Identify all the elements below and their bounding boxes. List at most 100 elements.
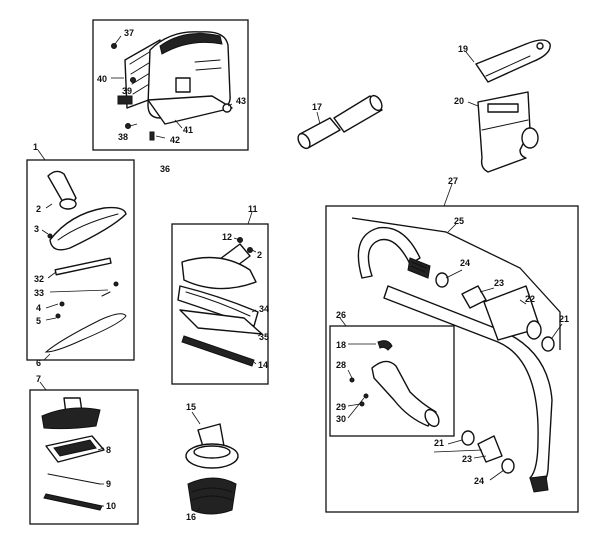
label-41: 41 (183, 125, 193, 135)
label-14: 14 (258, 360, 268, 370)
rug-brush-group: 11 12 2 34 35 14 (171, 204, 269, 385)
floor-brush-group: 1 2 3 32 33 4 5 6 (26, 142, 135, 368)
label-37: 37 (124, 28, 134, 38)
screw-39 (130, 77, 136, 83)
coupling-23b (477, 435, 503, 463)
label-17: 17 (312, 102, 322, 112)
label-2b: 2 (257, 250, 262, 260)
crevice-clip-19 (475, 39, 551, 83)
label-21b: 21 (434, 438, 444, 448)
label-26: 26 (336, 310, 346, 320)
caddy-handle (159, 33, 223, 55)
label-19: 19 (458, 44, 468, 54)
caddy-tray (147, 95, 233, 125)
label-2a: 2 (36, 204, 41, 214)
hose-group: 27 25 24 23 22 21 26 (325, 176, 579, 513)
hose-outer-box (325, 205, 579, 513)
screw-28 (349, 377, 355, 383)
label-22: 22 (525, 294, 535, 304)
crevice-clip-group: 19 (458, 39, 551, 83)
screw-5 (55, 313, 61, 319)
screw-4 (59, 301, 65, 307)
hose-swivel (407, 257, 431, 279)
label-20: 20 (454, 96, 464, 106)
label-7: 7 (36, 374, 41, 384)
label-32: 32 (34, 274, 44, 284)
upholstery-tool-group: 7 8 9 10 (29, 374, 139, 525)
label-12: 12 (222, 232, 232, 242)
upholstery-tool-box (29, 389, 139, 525)
screw-3 (47, 233, 53, 239)
ring-21b (461, 430, 475, 446)
label-4: 4 (36, 303, 41, 313)
upholstery-head (41, 407, 101, 430)
handle-body (371, 360, 437, 427)
label-1: 1 (33, 142, 38, 152)
caddy-window (175, 77, 191, 93)
bumper-6 (44, 313, 127, 353)
hose-25-outline (351, 217, 561, 350)
label-23a: 23 (494, 278, 504, 288)
wand-piece-right (333, 95, 383, 133)
floor-brush-neck (59, 198, 77, 210)
label-16: 16 (186, 512, 196, 522)
label-8: 8 (106, 445, 111, 455)
label-33: 33 (34, 288, 44, 298)
label-18: 18 (336, 340, 346, 350)
coupling-23a (461, 285, 487, 309)
label-27: 27 (448, 176, 458, 186)
bracket-ring (521, 127, 539, 149)
ring-21a (541, 336, 555, 352)
caddy-group: 37 40 39 38 42 41 43 36 (92, 19, 249, 174)
screw-33 (113, 281, 119, 287)
label-10: 10 (106, 501, 116, 511)
label-30: 30 (336, 414, 346, 424)
label-24a: 24 (460, 258, 470, 268)
label-5: 5 (36, 316, 41, 326)
screw-2b (247, 247, 253, 253)
label-36: 36 (160, 164, 170, 174)
label-25: 25 (454, 216, 464, 226)
hose-end-cuff (529, 475, 549, 493)
label-35: 35 (259, 332, 269, 342)
coupling-24a (435, 272, 449, 288)
rug-brush-head (181, 256, 257, 290)
floor-brush-box (26, 159, 135, 361)
label-43: 43 (236, 96, 246, 106)
base-40 (117, 95, 133, 105)
label-24b: 24 (474, 476, 484, 486)
clip-43 (222, 103, 232, 113)
floor-brush-head (49, 206, 127, 251)
handle-26-box (329, 325, 455, 437)
label-6: 6 (36, 358, 41, 368)
label-28: 28 (336, 360, 346, 370)
caddy-box (92, 19, 249, 151)
label-34: 34 (259, 304, 269, 314)
label-11: 11 (248, 204, 258, 214)
label-15: 15 (186, 402, 196, 412)
brush-strip-32 (54, 257, 112, 276)
label-40: 40 (97, 74, 107, 84)
label-42: 42 (170, 135, 180, 145)
label-9: 9 (106, 479, 111, 489)
coupling-24b (501, 458, 515, 474)
handle-grip (377, 340, 393, 351)
foot-42 (149, 131, 155, 141)
label-23b: 23 (462, 454, 472, 464)
dusting-brush-group: 15 16 (185, 402, 239, 522)
label-38: 38 (118, 132, 128, 142)
rug-brush-box (171, 223, 269, 385)
strip-9 (47, 473, 101, 485)
screw-38 (125, 123, 131, 129)
wall-bracket-group: 20 (454, 91, 539, 173)
strip-10 (43, 493, 103, 511)
screw-37 (111, 43, 117, 49)
label-21a: 21 (559, 314, 569, 324)
label-3: 3 (34, 224, 39, 234)
rug-brush-bristles-14 (181, 335, 255, 367)
extension-wand-group: 17 (297, 94, 383, 150)
screw-30 (363, 393, 369, 399)
label-29: 29 (336, 402, 346, 412)
label-39: 39 (122, 86, 132, 96)
